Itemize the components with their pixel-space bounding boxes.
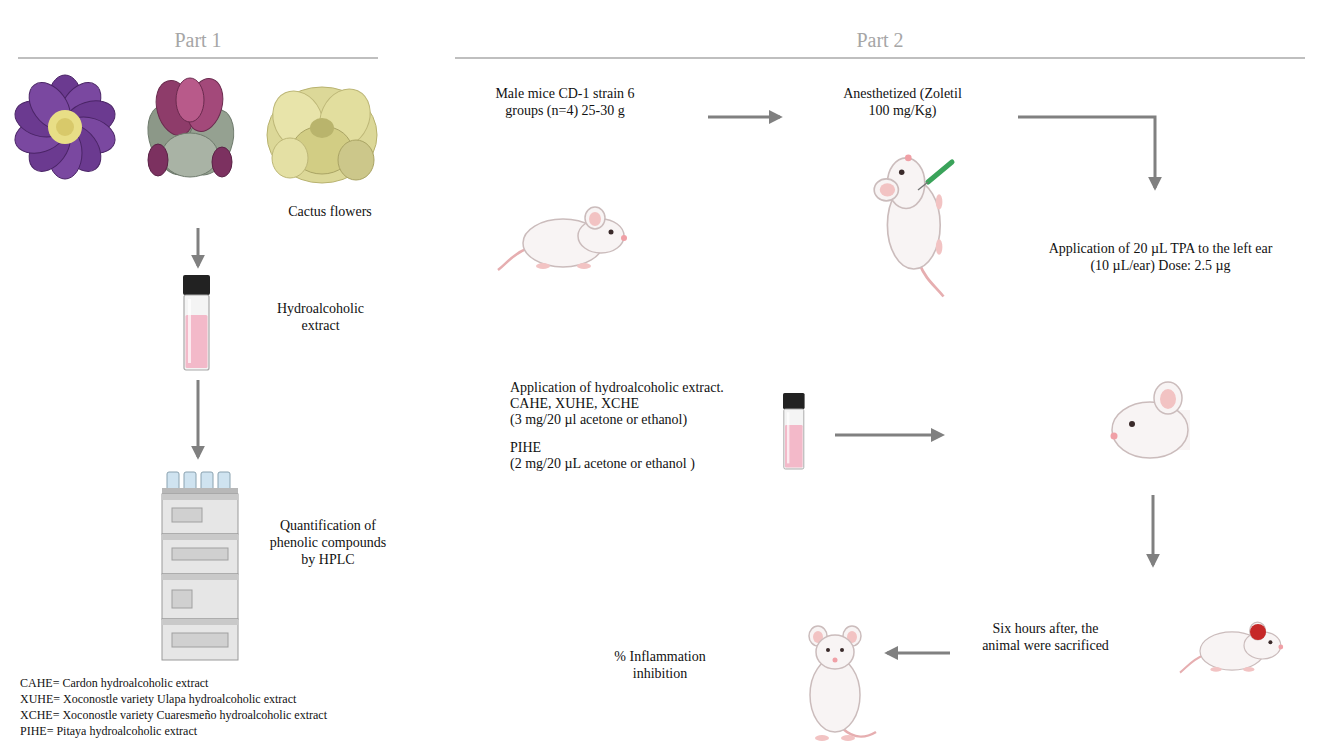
hplc-instrument: [172, 508, 202, 522]
standing-mouse: [840, 648, 844, 652]
hplc-instrument: [184, 472, 196, 490]
step-box: Application of 20 µL TPA to the left ear…: [1048, 238, 1276, 300]
hplc-instrument: [162, 619, 238, 660]
step-text: Application of 20 µL TPA to the left ear…: [1048, 240, 1273, 274]
abbreviation-note: CAHE= Cardon hydroalcoholic extract: [20, 676, 440, 690]
mouse-icon: [498, 207, 627, 270]
vial-icon: [783, 393, 805, 469]
heading-rule: [455, 57, 1305, 59]
step-box: Quantification of phenolic compounds by …: [150, 462, 391, 667]
anesthetized-mouse: [918, 182, 928, 190]
standing-mouse: [833, 658, 838, 663]
hplc-instrument: [201, 472, 213, 490]
mouse-head: [1111, 433, 1118, 440]
step-text: (2 mg/20 µL acetone or ethanol ): [510, 456, 810, 472]
purple-flower: [56, 118, 74, 136]
flow-arrow: [197, 228, 200, 266]
step-text: CAHE, XUHE, XCHE: [510, 396, 810, 412]
standing-mouse: [816, 635, 854, 669]
step-text: Hydroalcoholic extract: [268, 300, 373, 334]
sacrificed-mouse: [1180, 622, 1283, 672]
red-flower: [162, 133, 218, 177]
purple-flower: [48, 110, 82, 144]
hplc-instrument: [162, 574, 238, 580]
heading-rule: [18, 58, 1305, 59]
mouse-head: [1160, 389, 1176, 409]
sacrificed-mouse: [1250, 624, 1266, 640]
sacrificed-mouse: [1180, 622, 1283, 672]
anesthetized-mouse: [928, 162, 952, 182]
red-flower: [176, 78, 204, 122]
vial-icon: [183, 275, 805, 469]
mouse-head: [1129, 421, 1135, 427]
step-box: % Inflammation inhibition: [600, 620, 875, 742]
step-text: Application of hydroalcoholic extract.: [510, 380, 810, 396]
step-box: Application of hydroalcoholic extract.CA…: [500, 378, 1200, 488]
plain-arrow: [931, 428, 945, 442]
red-flower: [212, 147, 232, 177]
step-text: Quantification of phenolic compounds by …: [268, 517, 388, 568]
step-box: Cactus flowers: [15, 70, 393, 225]
hplc-instrument: [162, 494, 238, 500]
flow-arrow: [197, 380, 200, 457]
step-text: Six hours after, the animal were sacrifi…: [978, 620, 1113, 654]
red-flower: [139, 75, 242, 182]
part-heading: Part 2: [780, 28, 980, 52]
abbreviation-note: PIHE= Pitaya hydroalcoholic extract: [20, 724, 440, 738]
anesthetized-mouse: [874, 155, 952, 297]
flow-arrow: [1152, 495, 1155, 565]
step-text: % Inflammation inhibition: [605, 648, 715, 682]
purple-flower: [10, 75, 119, 179]
yellow-flower: [264, 81, 380, 183]
standing-mouse: [815, 735, 829, 741]
flow-arrow: [1018, 117, 1155, 188]
vial-icon: [183, 275, 210, 370]
part-heading: Part 1: [98, 28, 298, 52]
standing-mouse: [809, 626, 876, 741]
hplc-instrument: [162, 574, 238, 619]
hplc-instrument: [167, 472, 179, 490]
hplc-instrument: [162, 488, 238, 494]
hplc-instrument: [162, 534, 238, 540]
hplc-instrument: [172, 548, 228, 560]
plain-arrow: [835, 428, 945, 442]
hplc-instrument: [162, 534, 238, 574]
yellow-flower: [310, 118, 334, 138]
step-box: Anesthetized (Zoletil 100 mg/Kg): [835, 85, 973, 305]
flow-arrow: [887, 652, 950, 655]
hplc-instrument: [218, 472, 230, 490]
step-text: (3 mg/20 µl acetone or ethanol): [510, 412, 810, 428]
step-box: Six hours after, the animal were sacrifi…: [975, 570, 1290, 690]
hplc-instrument: [172, 590, 192, 608]
standing-mouse: [841, 735, 855, 741]
step-text: Anesthetized (Zoletil 100 mg/Kg): [835, 85, 970, 119]
hplc-instrument: [162, 472, 238, 660]
hplc-instrument: [172, 633, 228, 647]
step-box: Male mice CD-1 strain 6 groups (n=4) 25-…: [490, 85, 643, 275]
step-text: PIHE: [510, 440, 810, 456]
step-text: Male mice CD-1 strain 6 groups (n=4) 25-…: [490, 85, 640, 119]
mouse-icon: [498, 207, 627, 270]
abbreviation-note: XCHE= Xoconostle variety Cuaresmeño hydr…: [20, 708, 440, 722]
abbreviation-note: XUHE= Xoconostle variety Ulapa hydroalco…: [20, 692, 440, 706]
yellow-flower: [338, 140, 374, 180]
mouse-head: [1111, 382, 1191, 458]
yellow-flower: [272, 138, 308, 178]
hplc-instrument: [162, 494, 238, 534]
red-flower: [148, 144, 168, 176]
step-text: Cactus flowers: [270, 203, 390, 220]
mouse-head: [1154, 382, 1182, 414]
flow-arrow: [708, 116, 780, 119]
heading-rule: [18, 57, 378, 59]
plain-arrow: [835, 434, 935, 437]
step-box: Hydroalcoholic extract: [170, 270, 376, 375]
standing-mouse: [826, 648, 830, 652]
hplc-instrument: [162, 619, 238, 625]
